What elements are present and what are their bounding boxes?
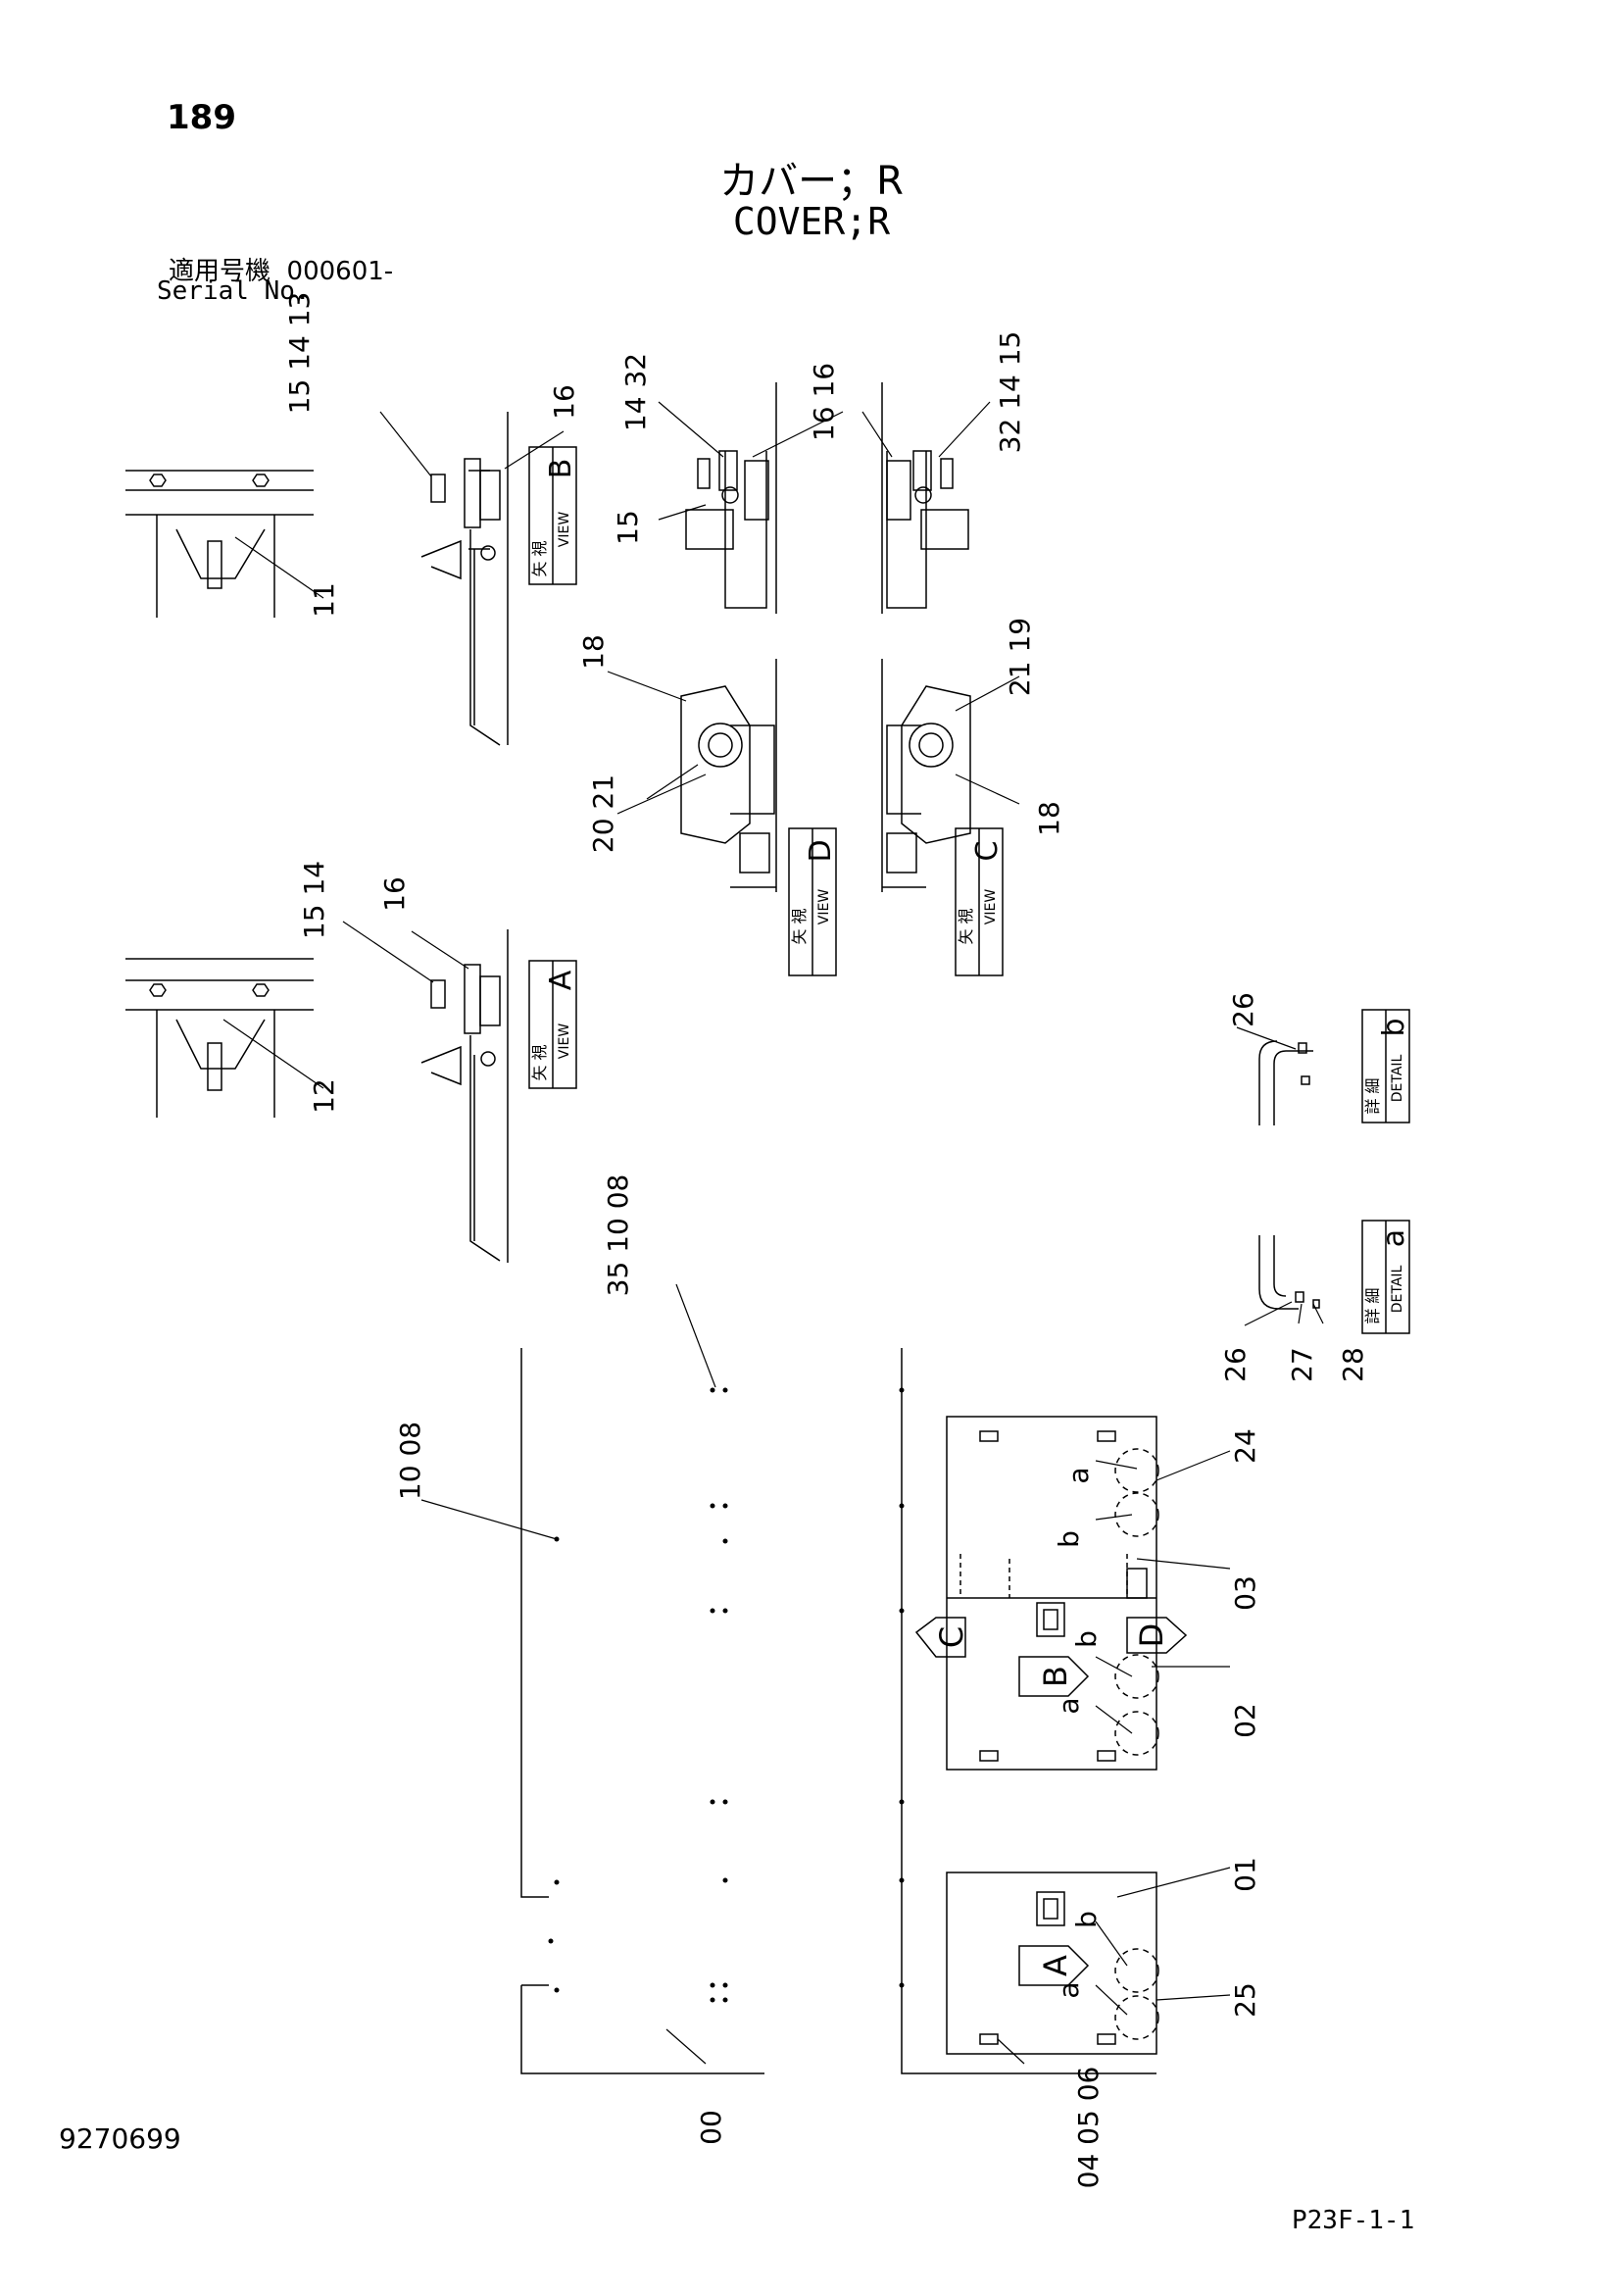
serial-label-english: Serial No. <box>157 276 311 306</box>
detail-a-view <box>1258 1235 1320 1310</box>
title-english: COVER;R <box>732 200 891 243</box>
callout-24: 24 <box>1229 1428 1261 1464</box>
detail-circles <box>1114 1448 1159 2040</box>
callout-15-left: 15 <box>612 510 644 545</box>
view-d-letter: D <box>804 839 838 862</box>
view-a-jp: 矢 視 <box>530 1044 549 1080</box>
marker-a-1: a <box>1062 1467 1095 1483</box>
view-arrow-a <box>1018 1945 1090 1986</box>
section-view-12 <box>125 958 314 1118</box>
view-b-en: VIEW <box>557 512 572 548</box>
view-a-label-box <box>528 960 577 1089</box>
callout-25: 25 <box>1229 1982 1261 2018</box>
view-b-label-box <box>528 446 577 585</box>
callout-20-21: 20 21 <box>587 774 619 853</box>
view-c-letter: C <box>970 841 1005 862</box>
callout-16-16: 16 16 <box>808 363 840 441</box>
marker-c: C <box>933 1626 970 1648</box>
detail-b-label-box <box>1361 1009 1410 1123</box>
view-arrow-b <box>1018 1656 1090 1697</box>
marker-b-2: b <box>1070 1630 1103 1648</box>
section-view-right-channel <box>881 382 969 614</box>
detail-a-en: DETAIL <box>1390 1266 1405 1314</box>
callout-04-05-06: 04 05 06 <box>1072 2067 1105 2189</box>
page-number: 189 <box>167 98 236 137</box>
callout-18-right: 18 <box>1033 801 1065 836</box>
callout-16-a: 16 <box>378 876 411 912</box>
leader-lines <box>222 401 1324 2065</box>
callout-14-32-left: 14 32 <box>619 353 652 431</box>
serial-value: 000601- <box>286 257 394 286</box>
callout-18-left: 18 <box>577 634 610 670</box>
marker-a-2: a <box>1053 1697 1085 1714</box>
callout-32-14-15-right: 32 14 15 <box>994 331 1026 454</box>
detail-a-jp: 詳 細 <box>1363 1287 1382 1323</box>
view-c-label-box <box>955 827 1004 976</box>
view-d-en: VIEW <box>816 889 832 925</box>
callout-00: 00 <box>695 2110 727 2145</box>
marker-d: D <box>1133 1623 1170 1648</box>
marker-b-view: B <box>1037 1666 1074 1687</box>
callout-labels: 15 14 13 16 11 14 32 15 16 16 32 14 15 1… <box>283 292 1369 2189</box>
callout-15-14-a: 15 14 <box>298 861 330 939</box>
callout-11: 11 <box>308 582 340 618</box>
serial-label-jp: 適用号機 <box>169 257 271 286</box>
callout-15-14-13: 15 14 13 <box>283 292 316 415</box>
callout-21-19: 21 19 <box>1004 618 1036 696</box>
figure-code: P23F-1-1 <box>1292 2206 1415 2235</box>
view-d-jp: 矢 視 <box>790 908 809 944</box>
marker-a-view: A <box>1037 1955 1074 1976</box>
view-a-section <box>420 929 509 1263</box>
view-d-label-box <box>788 827 837 976</box>
view-a-en: VIEW <box>557 1023 572 1060</box>
marker-a-3: a <box>1053 1981 1085 1998</box>
marker-b-3: b <box>1070 1911 1103 1928</box>
detail-b-letter: b <box>1377 1018 1411 1036</box>
latch-view-d <box>680 659 777 892</box>
latch-view-c <box>881 659 971 892</box>
detail-b-jp: 詳 細 <box>1363 1077 1382 1114</box>
view-b-letter: B <box>544 459 578 479</box>
section-view-left-channel <box>685 382 777 614</box>
callout-26-b: 26 <box>1227 992 1259 1027</box>
callout-10-08: 10 08 <box>394 1422 426 1500</box>
serial-label-japanese: 適用号機 000601- <box>169 251 393 287</box>
cover-panel-right <box>899 1348 1157 2074</box>
marker-labels: a b b a b a C B D A <box>933 1467 1170 1998</box>
cover-panel-left <box>520 1348 764 2074</box>
callout-02: 02 <box>1229 1703 1261 1738</box>
view-arrow-d <box>1126 1617 1188 1654</box>
view-a-letter: A <box>544 970 578 990</box>
detail-b-view <box>1258 1040 1313 1125</box>
callout-28: 28 <box>1337 1347 1369 1382</box>
document-number: 9270699 <box>59 2122 181 2155</box>
title-japanese: カバー；R <box>719 159 904 204</box>
marker-b-1: b <box>1053 1530 1085 1548</box>
view-b-section <box>420 412 509 746</box>
view-c-jp: 矢 視 <box>957 908 975 944</box>
callout-27: 27 <box>1286 1347 1318 1382</box>
detail-a-letter: a <box>1377 1229 1411 1247</box>
callout-03: 03 <box>1229 1575 1261 1611</box>
view-b-jp: 矢 視 <box>530 540 549 576</box>
view-c-en: VIEW <box>983 889 999 925</box>
callout-26-a: 26 <box>1219 1347 1252 1382</box>
callout-35-10-08: 35 10 08 <box>602 1174 634 1297</box>
callout-01: 01 <box>1229 1857 1261 1892</box>
callout-16-b: 16 <box>548 384 580 420</box>
detail-a-label-box <box>1361 1220 1410 1334</box>
view-arrow-c <box>914 1617 966 1658</box>
callout-12: 12 <box>308 1078 340 1114</box>
detail-b-en: DETAIL <box>1390 1055 1405 1103</box>
section-view-11 <box>125 470 314 618</box>
view-box-labels: 矢 視 VIEW B 矢 視 VIEW A 矢 視 VIEW D 矢 視 VIE… <box>530 459 1411 1324</box>
